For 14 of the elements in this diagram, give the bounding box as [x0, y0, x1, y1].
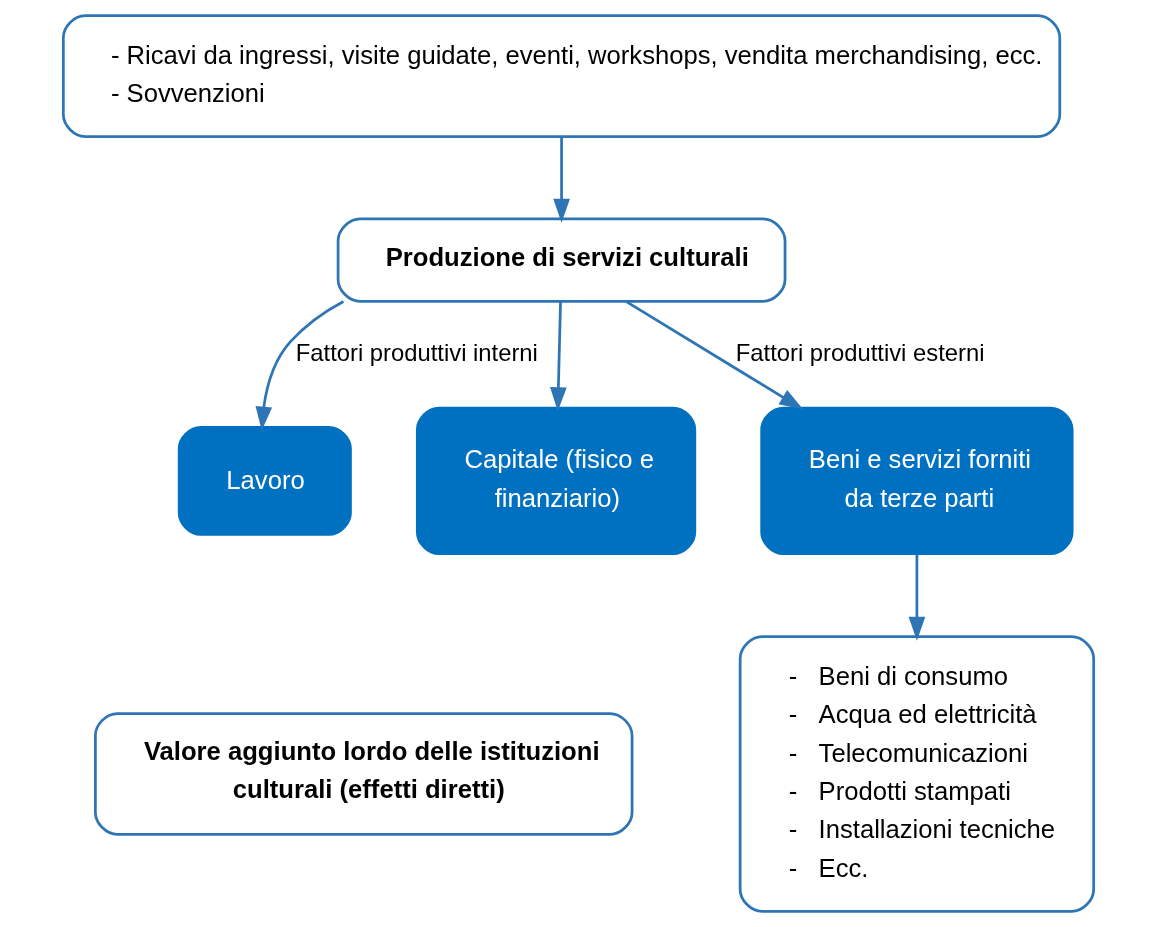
node-box: Beni e servizi forniti da terze parti	[759, 406, 1074, 556]
node-box: - Beni di consumo - Acqua ed elettricità - Telecomunicazioni - Prodotti stampati - Installazioni tecniche - Ecc.	[738, 635, 1095, 913]
arrow	[908, 554, 925, 641]
node-box: - Ricavi da ingressi, visite guidate, eventi, workshops, vendita merchandising, ecc. - Sovvenzioni	[61, 14, 1061, 138]
edge-label: Fattori produttivi interni	[295, 338, 538, 366]
node-box: Lavoro	[177, 425, 352, 536]
arrow	[255, 300, 344, 431]
edge-label: Fattori produttivi esterni	[735, 338, 984, 366]
arrow	[549, 301, 567, 412]
node-box: Valore aggiunto lordo delle istituzioni culturali (effetti diretti)	[93, 712, 633, 836]
node-box: Produzione di servizi culturali	[336, 217, 786, 303]
node-box: Capitale (fisico e finanziario)	[415, 406, 696, 556]
arrow	[552, 137, 570, 223]
arrow	[625, 300, 803, 410]
